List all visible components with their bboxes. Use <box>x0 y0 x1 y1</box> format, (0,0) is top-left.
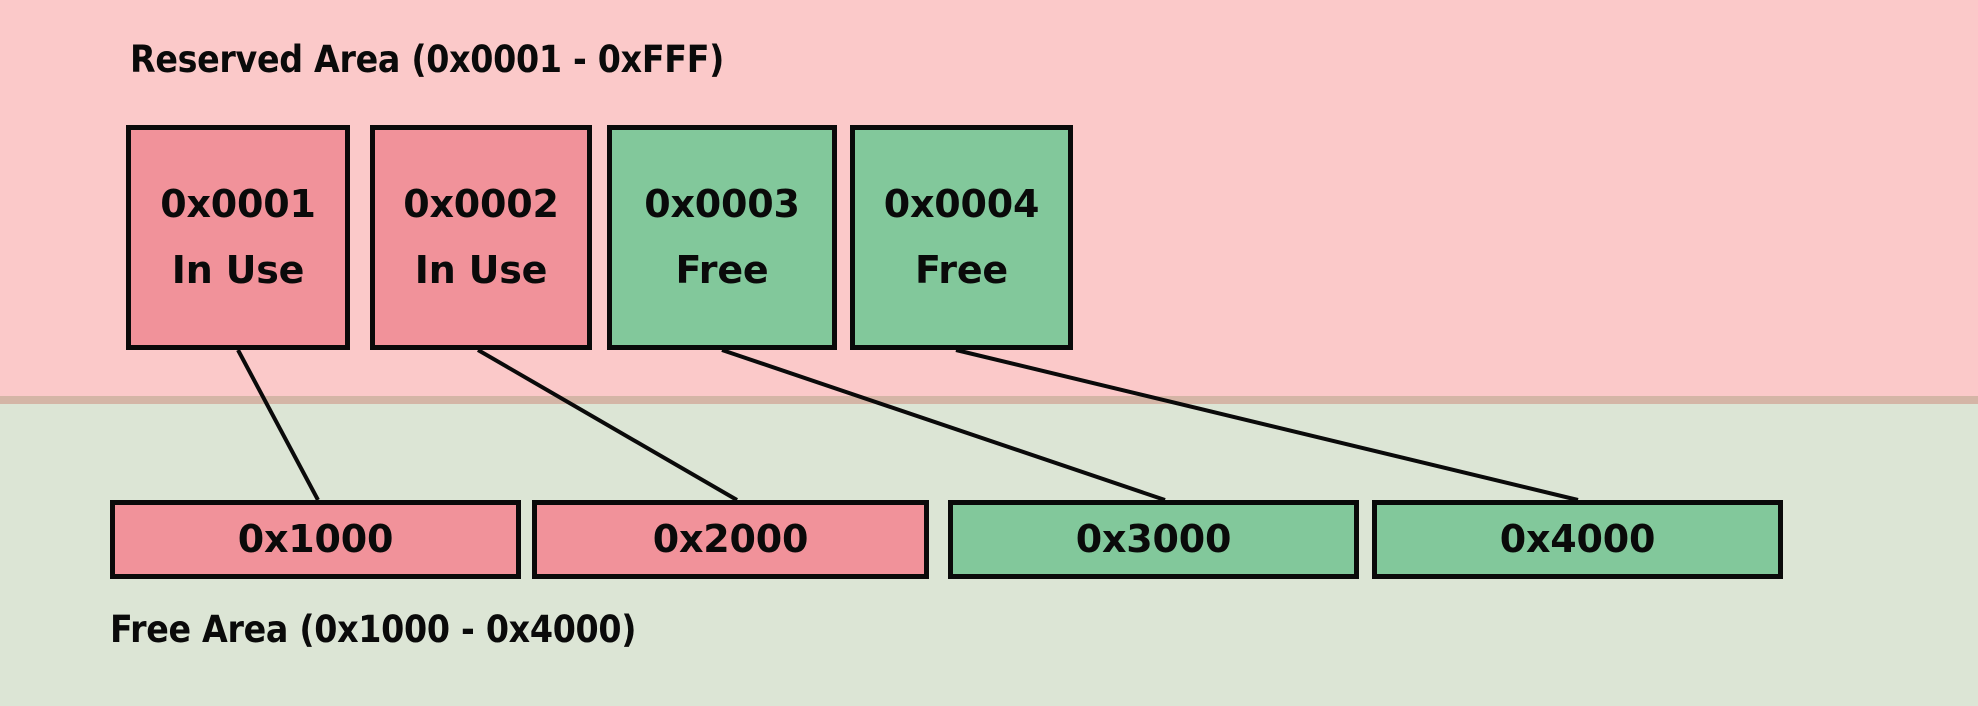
handle-block-0x0003[interactable]: 0x0003 Free <box>607 125 837 350</box>
memory-address-0x1000: 0x1000 <box>237 516 394 561</box>
handle-block-0x0001[interactable]: 0x0001 In Use <box>126 125 350 350</box>
reserved-area-title: Reserved Area (0x0001 - 0xFFF) <box>130 38 725 81</box>
handle-address-0x0001: 0x0001 <box>160 181 316 226</box>
free-area-title: Free Area (0x1000 - 0x4000) <box>110 608 637 651</box>
memory-address-0x3000: 0x3000 <box>1075 516 1232 561</box>
memory-block-0x4000[interactable]: 0x4000 <box>1372 500 1783 579</box>
handle-status-0x0003: Free <box>675 247 769 292</box>
memory-address-0x2000: 0x2000 <box>652 516 809 561</box>
handle-block-0x0002[interactable]: 0x0002 In Use <box>370 125 592 350</box>
handle-status-0x0001: In Use <box>171 247 305 292</box>
handle-status-0x0004: Free <box>914 247 1008 292</box>
handle-status-0x0002: In Use <box>414 247 548 292</box>
memory-address-0x4000: 0x4000 <box>1499 516 1656 561</box>
handle-address-0x0002: 0x0002 <box>403 181 559 226</box>
memory-block-0x3000[interactable]: 0x3000 <box>948 500 1359 579</box>
handle-address-0x0003: 0x0003 <box>644 181 800 226</box>
memory-block-0x1000[interactable]: 0x1000 <box>110 500 521 579</box>
area-divider <box>0 396 1978 404</box>
memory-block-0x2000[interactable]: 0x2000 <box>532 500 929 579</box>
handle-block-0x0004[interactable]: 0x0004 Free <box>850 125 1073 350</box>
handle-address-0x0004: 0x0004 <box>883 181 1040 226</box>
